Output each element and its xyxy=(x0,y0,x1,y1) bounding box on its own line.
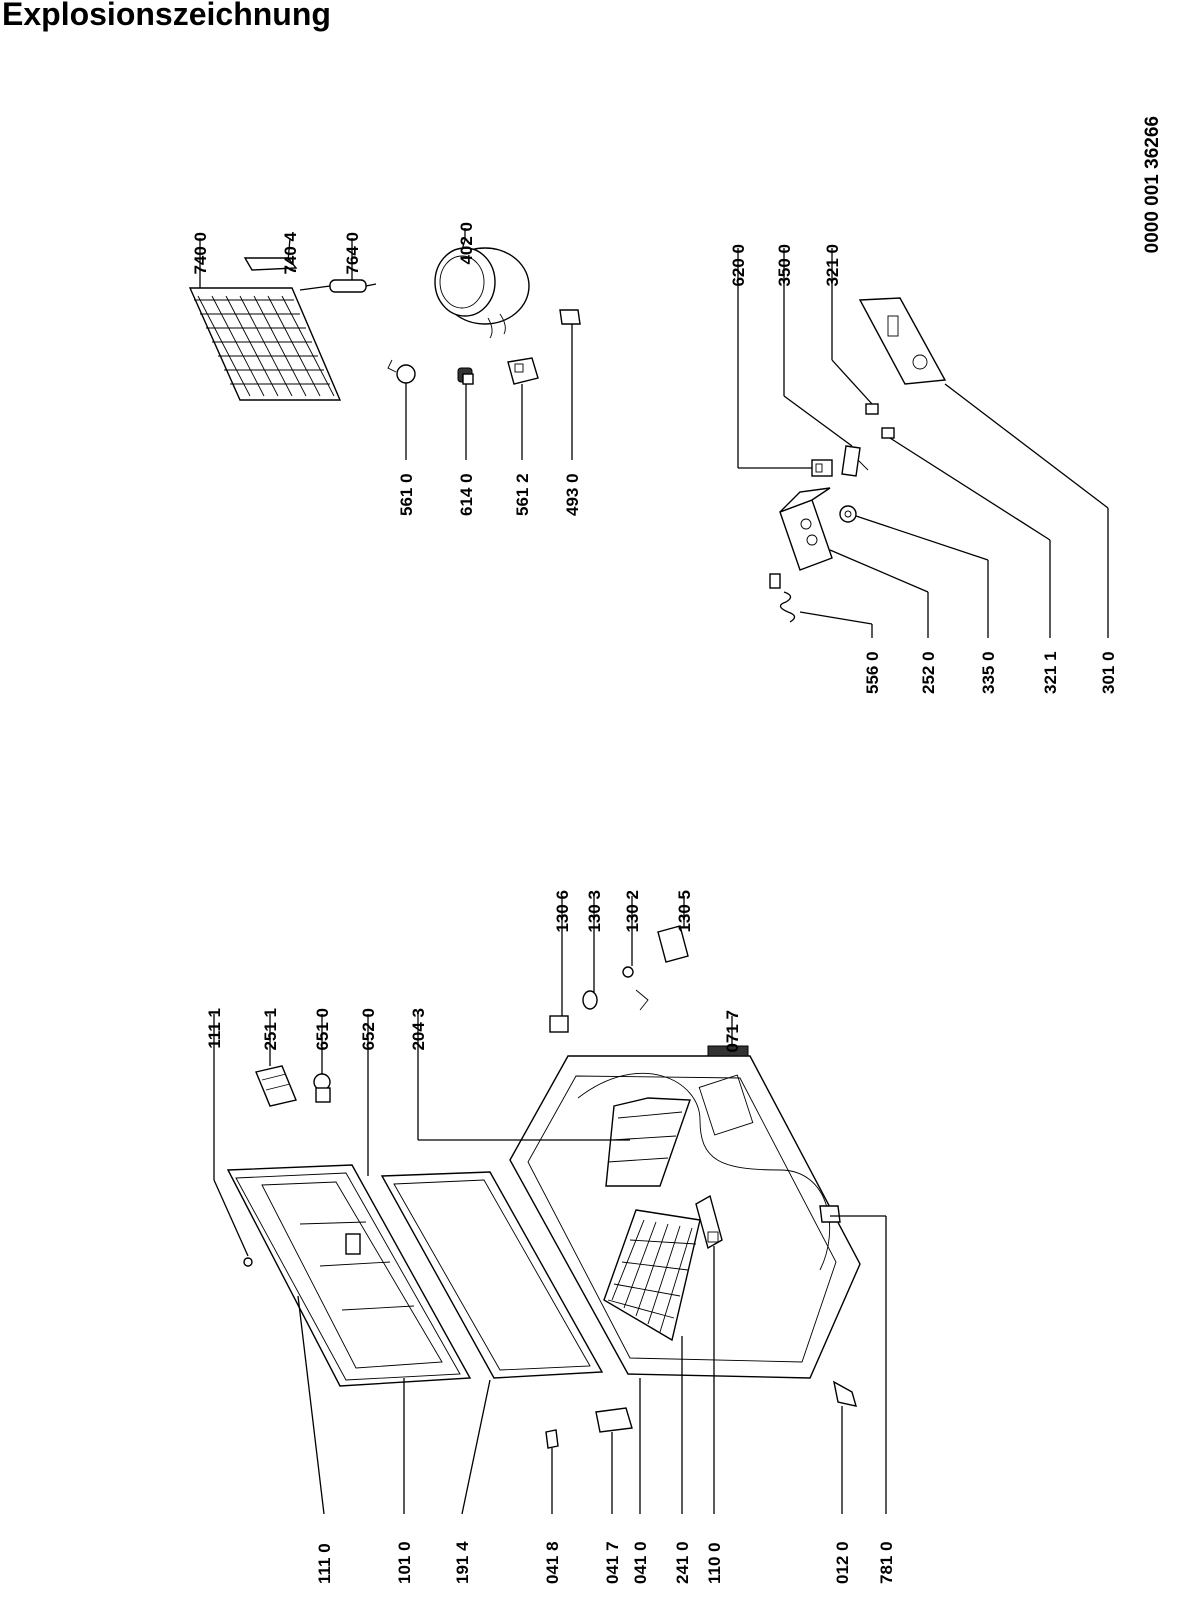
label-614-0: 614 0 xyxy=(457,473,476,516)
label-350-0: 350 0 xyxy=(775,244,794,287)
label-561-0: 561 0 xyxy=(397,473,416,516)
lid-frame-191-4 xyxy=(380,1171,604,1379)
label-402-0: 402 0 xyxy=(457,222,476,265)
part-614-0 xyxy=(457,367,474,460)
label-101-0: 101 0 xyxy=(395,1541,414,1584)
label-556-0: 556 0 xyxy=(863,651,882,694)
part-130-6 xyxy=(549,1015,569,1033)
divider-204-3 xyxy=(605,1097,691,1187)
knob-335-0 xyxy=(839,505,989,638)
label-110-0: 110 0 xyxy=(705,1542,724,1584)
label-041-0: 041 0 xyxy=(631,1541,650,1584)
label-130-3: 130 3 xyxy=(585,890,604,933)
diagram-title: Explosionszeichnung xyxy=(2,0,331,32)
filter-drier-764-0 xyxy=(299,238,377,293)
label-651-0: 651 0 xyxy=(313,1008,332,1051)
hinge-041-7 xyxy=(595,1407,633,1433)
label-041-8: 041 8 xyxy=(543,1541,562,1584)
label-652-0: 652 0 xyxy=(359,1008,378,1051)
label-252-0: 252 0 xyxy=(919,651,938,694)
basket-241-0 xyxy=(603,1209,701,1342)
label-191-4: 191 4 xyxy=(453,1541,472,1584)
label-321-1: 321 1 xyxy=(1041,651,1060,694)
part-561-0 xyxy=(387,359,416,460)
label-111-0: 111 0 xyxy=(315,1543,334,1584)
part-321-1 xyxy=(881,427,1051,638)
condenser-coil-740-0 xyxy=(188,238,342,401)
part-labels: 740 0 740 4 764 0 402 0 561 0 614 0 561 … xyxy=(191,116,1163,1584)
part-321-0 xyxy=(831,248,879,415)
label-111-1: 111 1 xyxy=(205,1008,224,1049)
label-041-7: 041 7 xyxy=(603,1541,622,1584)
label-130-2: 130 2 xyxy=(623,890,642,933)
part-130-2 xyxy=(622,966,649,1011)
part-620-0 xyxy=(737,248,833,477)
part-130-3 xyxy=(582,990,598,1010)
part-493-0 xyxy=(559,309,581,460)
document-number: 0000 001 36266 xyxy=(1142,116,1163,253)
grille-071-7 xyxy=(707,1045,749,1057)
compressor-402-0 xyxy=(434,228,530,339)
capillary-556-0 xyxy=(769,573,873,638)
part-130-5 xyxy=(657,925,689,963)
lamp-651-0 xyxy=(313,1073,331,1103)
label-740-0: 740 0 xyxy=(191,232,210,275)
part-350-0 xyxy=(783,248,869,477)
thermostat-housing-252-0 xyxy=(779,487,929,638)
label-321-0: 321 0 xyxy=(823,244,842,287)
label-071-7: 071 7 xyxy=(723,1010,742,1053)
handle-part-110-0 xyxy=(695,1194,723,1250)
label-620-0: 620 0 xyxy=(729,244,748,287)
label-764-0: 764 0 xyxy=(343,232,362,275)
leader-lines-left xyxy=(213,896,887,1515)
part-740-4 xyxy=(243,237,298,271)
label-251-1: 251 1 xyxy=(261,1008,280,1051)
label-130-5: 130 5 xyxy=(675,890,694,933)
hinge-012-0 xyxy=(833,1380,857,1407)
label-335-0: 335 0 xyxy=(979,651,998,694)
part-041-8 xyxy=(545,1429,559,1449)
label-781-0: 781 0 xyxy=(877,1541,896,1584)
label-301-0: 301 0 xyxy=(1099,651,1118,694)
label-493-0: 493 0 xyxy=(563,473,582,516)
label-204-3: 204 3 xyxy=(409,1008,428,1051)
part-251-1 xyxy=(255,1065,297,1107)
part-111-1 xyxy=(243,1257,253,1267)
label-130-6: 130 6 xyxy=(553,890,572,933)
label-012-0: 012 0 xyxy=(833,1541,852,1584)
label-561-2: 561 2 xyxy=(513,473,532,516)
starter-relay-561-2 xyxy=(507,357,539,460)
label-740-4: 740 4 xyxy=(281,231,300,274)
control-panel-301-0 xyxy=(858,297,1109,638)
lid-101-0 xyxy=(226,1164,472,1387)
label-241-0: 241 0 xyxy=(673,1541,692,1584)
